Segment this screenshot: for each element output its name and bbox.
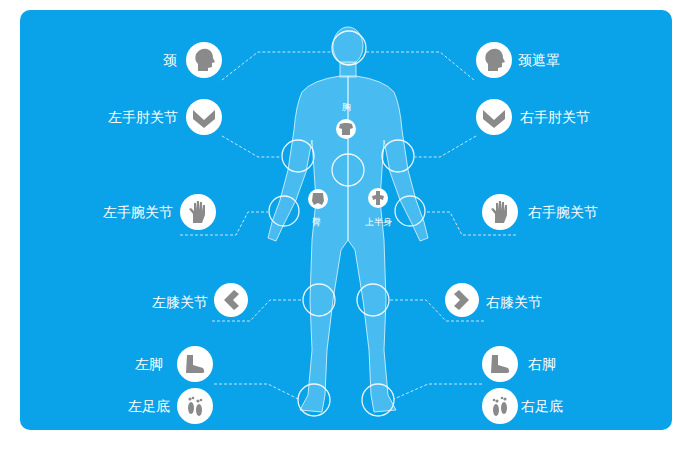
joint-markers xyxy=(269,31,425,416)
part-label: 左足底 xyxy=(128,398,170,415)
body-silhouette xyxy=(268,27,428,412)
part-label: 左手腕关节 xyxy=(103,204,173,221)
part-label: 臀 xyxy=(312,217,321,228)
part-label: 右手肘关节 xyxy=(520,109,590,126)
part-label: 右膝关节 xyxy=(486,294,542,311)
part-icons xyxy=(177,42,518,424)
part-label: 胸 xyxy=(342,102,351,113)
part-label: 颈遮罩 xyxy=(518,52,560,69)
part-label: 颈 xyxy=(163,52,177,69)
part-label: 上半身 xyxy=(365,217,392,228)
body-icons xyxy=(308,119,388,209)
part-label: 左膝关节 xyxy=(152,294,208,311)
part-label: 左脚 xyxy=(135,356,163,373)
part-label: 右足底 xyxy=(521,398,563,415)
part-label: 右脚 xyxy=(528,356,556,373)
leader-lines xyxy=(180,52,516,399)
panel xyxy=(20,10,672,430)
part-label: 右手腕关节 xyxy=(528,204,598,221)
part-label: 左手肘关节 xyxy=(108,109,178,126)
